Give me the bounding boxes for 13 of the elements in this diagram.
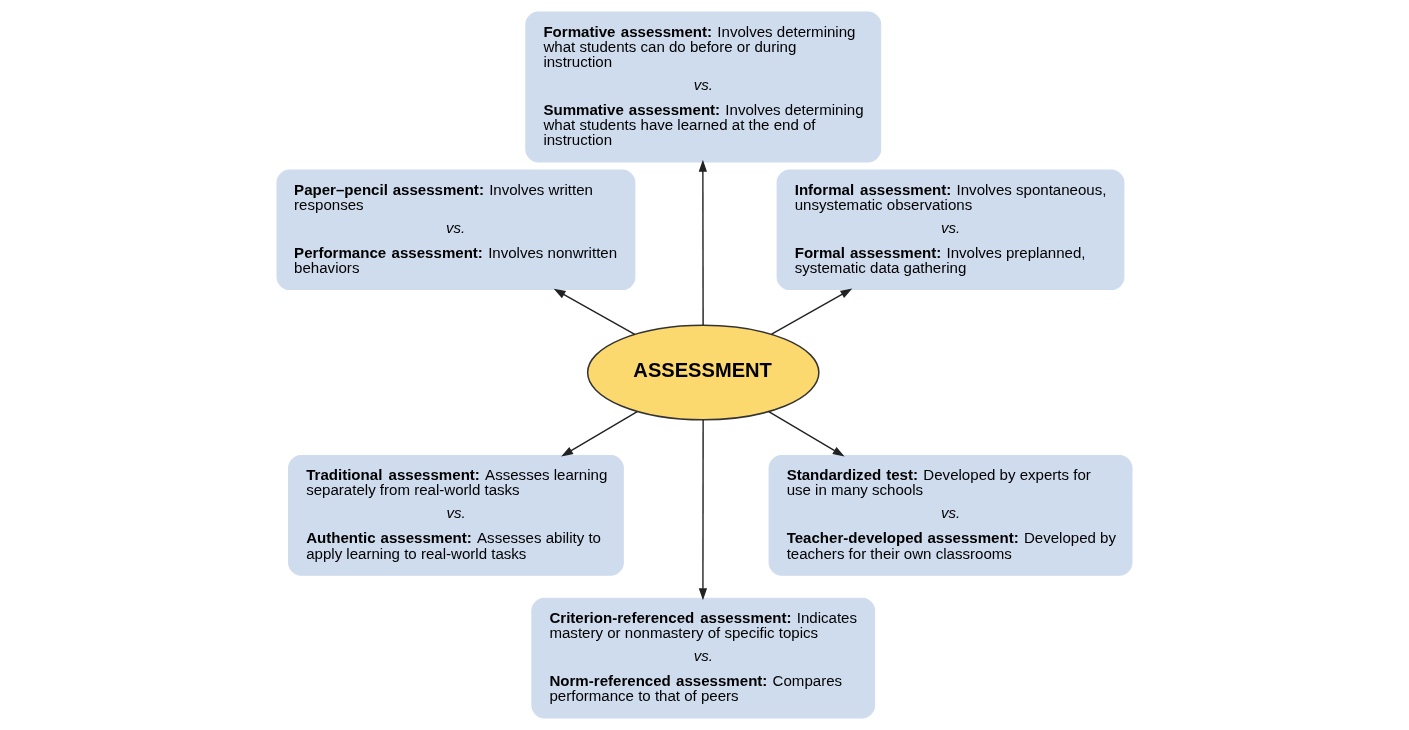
arrow xyxy=(768,410,845,457)
arrow xyxy=(770,288,853,335)
node-box: Paper–pencil assessment: Involves written responses vs. Performance assessment: Involves nonwritten behaviors xyxy=(276,169,636,291)
node-box: Criterion-referenced assessment: Indicates mastery or nonmastery of specific topics vs. Norm-referenced assessment: Compares performance to that of peers xyxy=(531,597,876,719)
node-box: Traditional assessment: Assesses learning separately from real-world tasks vs. Authentic assessment: Assesses ability to apply learning to real-world tasks xyxy=(288,455,624,576)
arrow xyxy=(553,288,636,335)
arrow xyxy=(561,410,638,457)
arrow xyxy=(698,419,708,601)
node-ellipse: ASSESSMENT xyxy=(586,324,820,421)
arrow xyxy=(698,159,707,326)
node-box: Standardized test: Developed by experts for use in many schools vs. Teacher-developed assessment: Developed by teachers for their own classrooms xyxy=(768,455,1133,576)
node-box: Formative assessment: Involves determining what students can do before or during instruction vs. Summative assessment: Involves determining what students have learned at the end of instruction xyxy=(525,11,882,163)
node-box: Informal assessment: Involves spontaneous, unsystematic observations vs. Formal assessment: Involves preplanned, systematic data gathering xyxy=(776,169,1125,291)
